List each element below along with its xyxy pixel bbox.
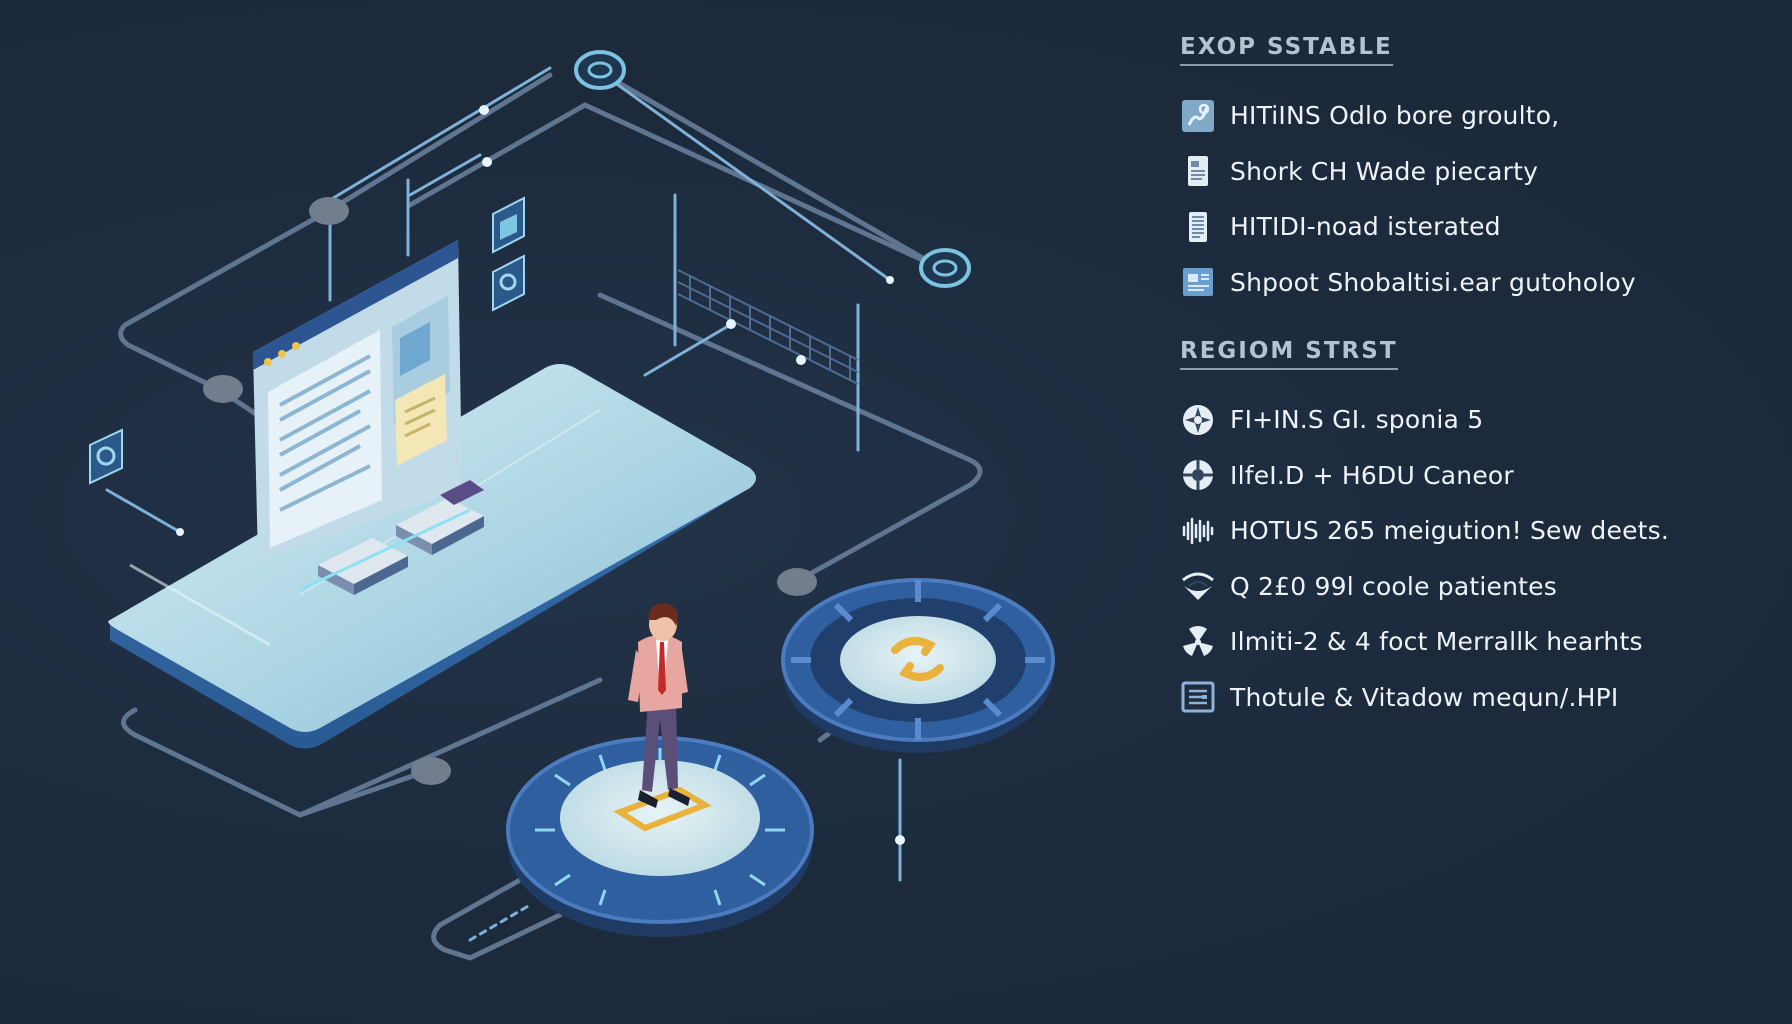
list-item: HITiINS Odlo bore groulto, [1180, 88, 1770, 144]
waveform-icon [1180, 513, 1216, 549]
item-label: HOTUS 265 meigution! Sew deets. [1230, 516, 1670, 546]
section-2-list: FI+IN.S GI. sponia 5 IlfeI.D + H6DU Cane… [1180, 392, 1770, 725]
list-item: Shpoot Shobaltisi.ear gutoholoy [1180, 255, 1770, 311]
target-icon [1180, 457, 1216, 493]
feature-panel: EXOP SSTABLE HITiINS Odlo bore groulto, … [1180, 34, 1770, 725]
fence [677, 269, 859, 385]
item-label: FI+IN.S GI. sponia 5 [1230, 405, 1484, 435]
browser-window [253, 240, 462, 560]
person-figure [628, 603, 690, 808]
document-icon [1180, 153, 1216, 189]
section-1-heading: EXOP SSTABLE [1180, 34, 1393, 66]
section-1-list: HITiINS Odlo bore groulto, Shork CH Wade… [1180, 88, 1770, 310]
item-label: Q 2£0 99l coole patientes [1230, 571, 1557, 601]
dashboard-icon [1180, 679, 1216, 715]
item-label: HITiINS Odlo bore groulto, [1230, 101, 1560, 131]
list-item: IlfeI.D + H6DU Caneor [1180, 448, 1770, 504]
section-2-heading: REGIOM STRST [1180, 338, 1398, 370]
list-item: HITIDI-noad isterated [1180, 199, 1770, 255]
list-item: Ilmiti-2 & 4 foct Merrallk hearhts [1180, 614, 1770, 670]
item-label: Thotule & Vitadow mequn/.HPI [1230, 682, 1619, 712]
floating-screen-icon-1 [492, 196, 525, 254]
circuit-nodes [176, 50, 971, 845]
target-node-right [919, 248, 971, 288]
compass-icon [1180, 402, 1216, 438]
list-item: Shork CH Wade piecarty [1180, 144, 1770, 200]
ring-platform [781, 578, 1055, 753]
person-platform [506, 736, 814, 937]
map-route-icon [1180, 98, 1216, 134]
item-label: Shork CH Wade piecarty [1230, 156, 1539, 186]
radiation-icon [1180, 624, 1216, 660]
circuit-thin-lines [105, 66, 902, 942]
item-label: Shpoot Shobaltisi.ear gutoholoy [1230, 267, 1636, 297]
floating-screen-icon-2 [492, 254, 525, 312]
list-item: Q 2£0 99l coole patientes [1180, 559, 1770, 615]
server-blocks [299, 480, 484, 595]
section-1: EXOP SSTABLE HITiINS Odlo bore groulto, … [1180, 34, 1770, 310]
item-label: HITIDI-noad isterated [1230, 212, 1501, 242]
list-item: FI+IN.S GI. sponia 5 [1180, 392, 1770, 448]
window-icon [1180, 264, 1216, 300]
item-label: IlfeI.D + H6DU Caneor [1230, 460, 1514, 490]
section-2: REGIOM STRST FI+IN.S GI. sponia 5 IlfeI.… [1180, 310, 1770, 725]
item-label: Ilmiti-2 & 4 foct Merrallk hearhts [1230, 627, 1643, 657]
circuit-lines [118, 69, 983, 961]
list-item: HOTUS 265 meigution! Sew deets. [1180, 503, 1770, 559]
isometric-illustration [89, 50, 1055, 961]
list-item: Thotule & Vitadow mequn/.HPI [1180, 670, 1770, 726]
list-document-icon [1180, 209, 1216, 245]
target-node-top [574, 50, 626, 90]
floating-screen-icon-3 [89, 428, 123, 485]
wifi-icon [1180, 568, 1216, 604]
